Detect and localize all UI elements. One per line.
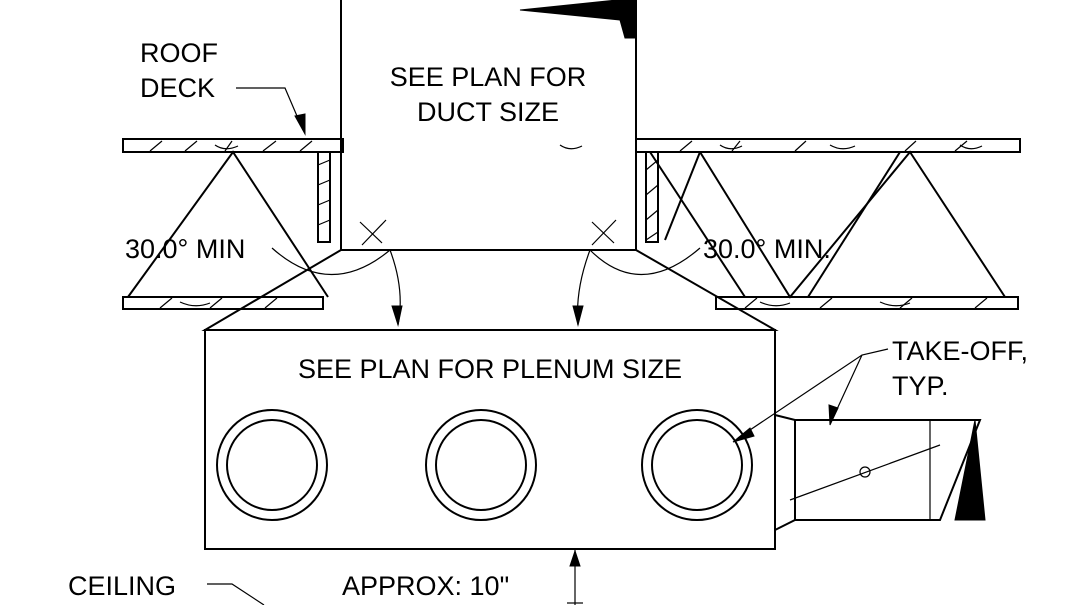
take-off-leader	[732, 348, 889, 443]
round-opening-3	[641, 409, 753, 521]
ceiling-label: CEILING	[68, 571, 176, 601]
approx-dimension	[567, 549, 583, 605]
plenum-box	[204, 329, 776, 550]
joist-web	[127, 150, 1006, 299]
roof-deck-top-chord	[122, 138, 1021, 153]
ceiling-leader	[207, 583, 265, 605]
roof-deck-leader	[236, 87, 306, 136]
round-opening-2	[425, 409, 537, 521]
angle-dimension-right	[572, 219, 701, 327]
angle-dimension-left	[271, 219, 403, 327]
roof-deck-label-line1: ROOF	[140, 38, 218, 68]
duct-size-label-line2: DUCT SIZE	[417, 97, 559, 127]
take-off-duct	[774, 414, 986, 531]
plenum-size-label: SEE PLAN FOR PLENUM SIZE	[298, 354, 682, 384]
duct-size-label-line1: SEE PLAN FOR	[390, 62, 587, 92]
angle-label-left: 30.0° MIN	[125, 234, 245, 264]
approx-dimension-label: APPROX: 10"	[342, 571, 509, 601]
take-off-label-line2: TYP.	[892, 371, 949, 401]
supply-duct	[340, 0, 637, 251]
joist-bottom-chord	[122, 296, 1019, 310]
support-angle-right	[645, 151, 659, 243]
support-angle-left	[317, 151, 331, 243]
roof-deck-label-line2: DECK	[140, 73, 215, 103]
angle-label-right: 30.0° MIN.	[703, 234, 831, 264]
take-off-label-line1: TAKE-OFF,	[892, 336, 1028, 366]
round-opening-1	[216, 409, 328, 521]
